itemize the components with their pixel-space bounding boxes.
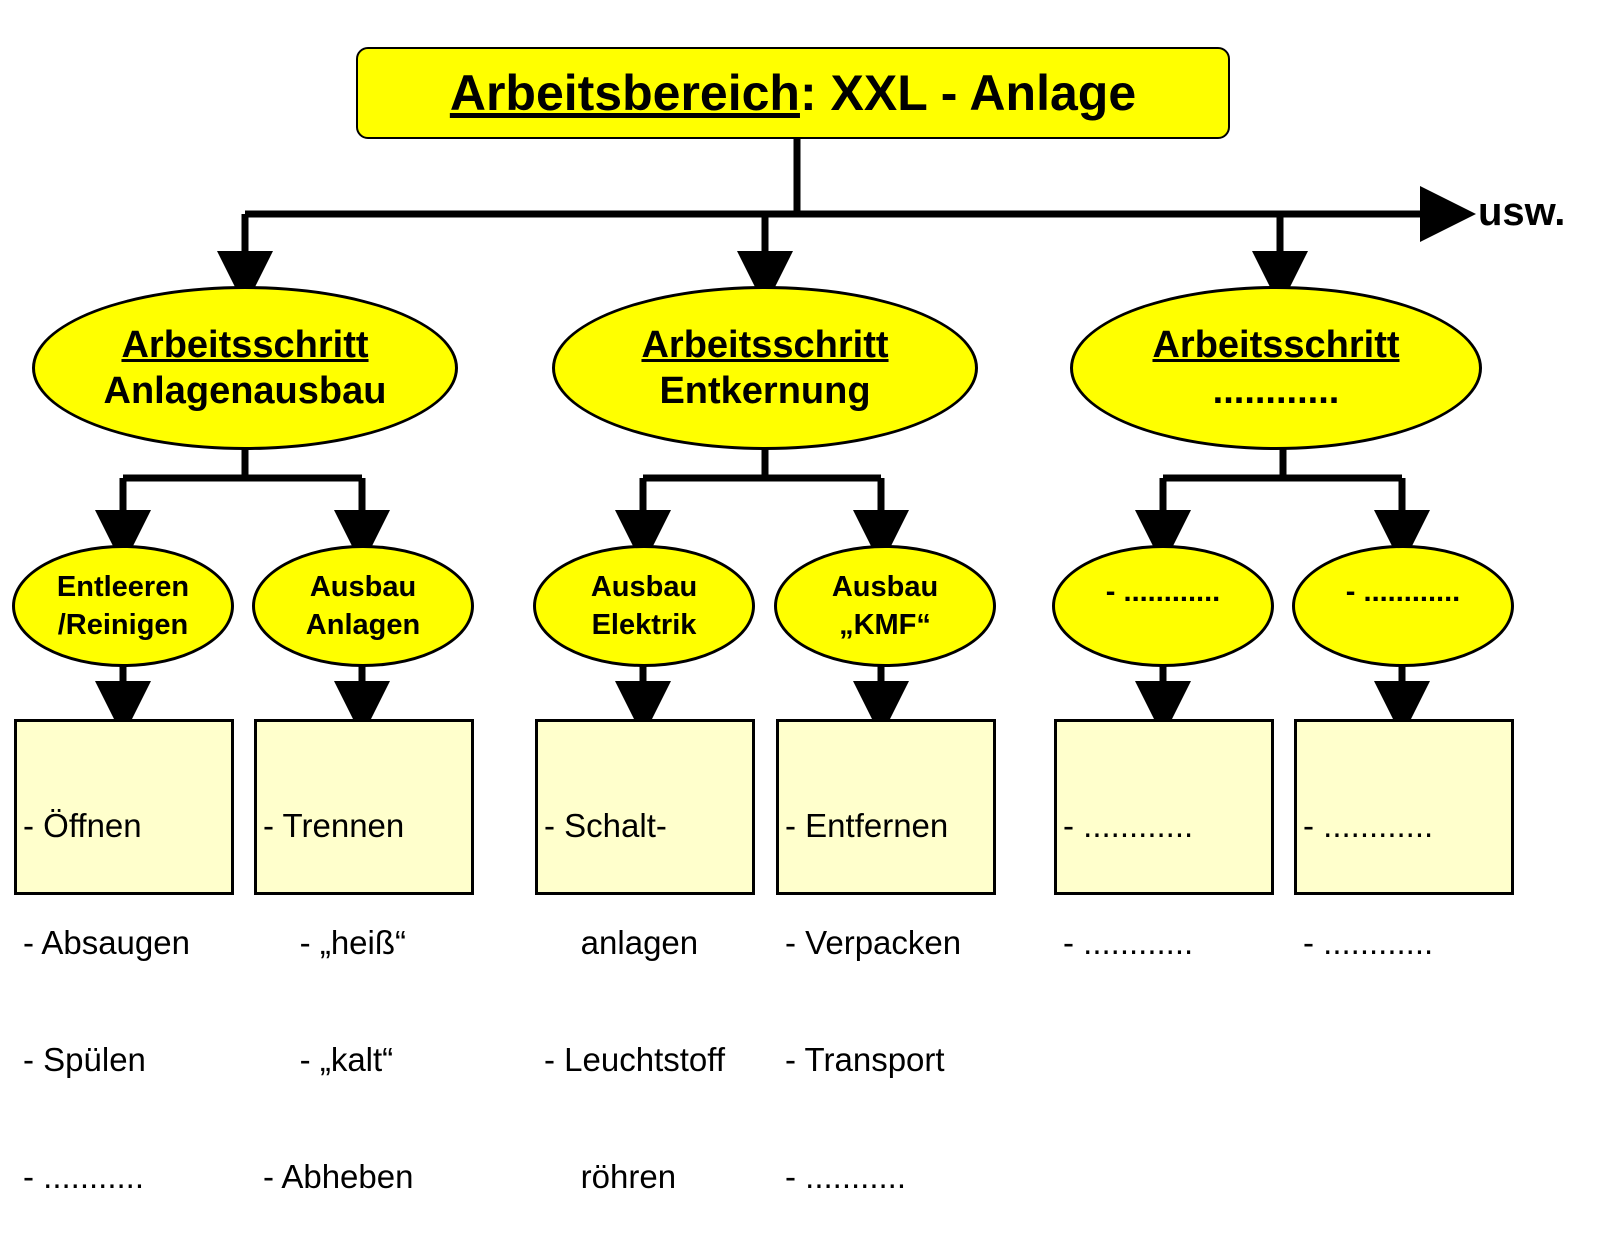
step-node: Arbeitsschritt ............ [1070,286,1482,450]
task-line: röhren [544,1158,677,1195]
substep-node: Ausbau Anlagen [252,545,474,667]
title-box: Arbeitsbereich: XXL - Anlage [356,47,1230,139]
title-rest: : XXL - Anlage [799,65,1137,121]
substep-line: /Reinigen [57,609,189,641]
task-line: - ........... [23,1158,145,1195]
task-line: - Leuchtstoff [544,1041,726,1078]
task-line: - ............ [1303,924,1434,961]
substep-line: Elektrik [591,609,697,641]
task-line: - Trennen [263,807,405,844]
task-line: - Abheben [263,1158,414,1195]
step-name: Anlagenausbau [103,370,387,412]
connector-lines [95,139,1476,737]
task-box: - Schalt- anlagen - Leuchtstoff röhren [535,719,755,1195]
substep-line: Ausbau [309,571,417,603]
substep-node: Ausbau „KMF“ [774,545,996,667]
task-line: - ............ [1303,807,1434,844]
task-box: - Öffnen - Absaugen - Spülen - .........… [14,719,234,1195]
step-name: Entkernung [659,370,871,412]
task-line: - ............ [1063,807,1194,844]
task-box: - ............ - ............ [1294,719,1514,961]
task-line: - Verpacken [785,924,962,961]
step-label: Arbeitsschritt [641,324,889,366]
substep-node: - ............ [1292,545,1514,667]
substep-node: Ausbau Elektrik [533,545,755,667]
step-label: Arbeitsschritt [1152,324,1400,366]
task-box: - ............ - ............ [1054,719,1274,961]
step-node: Arbeitsschritt Anlagenausbau [32,286,458,450]
substep-node: - ............ [1052,545,1274,667]
substep-line: „KMF“ [839,609,931,641]
task-line: - ........... [785,1158,907,1195]
task-line: - Schalt- [544,807,667,844]
step-name: ............ [1212,370,1340,412]
task-line: anlagen [544,924,699,961]
task-line: - ............ [1063,924,1194,961]
task-box: - Trennen - „heiß“ - „kalt“ - Abheben [254,719,474,1195]
substep-line: - ............ [1105,576,1221,608]
task-line: - Spülen [23,1041,146,1078]
step-node: Arbeitsschritt Entkernung [552,286,978,450]
substep-line: - ............ [1345,576,1461,608]
substep-line: Ausbau [590,571,698,603]
task-line: - „heiß“ [263,924,407,961]
substep-line: Anlagen [305,609,421,641]
task-line: - Absaugen [23,924,190,961]
title-underlined: Arbeitsbereich [449,65,800,121]
task-line: - Transport [785,1041,945,1078]
substep-line: Entleeren [56,571,190,603]
step-label: Arbeitsschritt [121,324,369,366]
task-line: - „kalt“ [263,1041,394,1078]
task-line: - Entfernen [785,807,949,844]
task-box: - Entfernen - Verpacken - Transport - ..… [776,719,996,1195]
substep-line: Ausbau [831,571,939,603]
substep-node: Entleeren /Reinigen [12,545,234,667]
continuation-label: usw. [1478,190,1566,234]
task-line: - Öffnen [23,807,142,844]
